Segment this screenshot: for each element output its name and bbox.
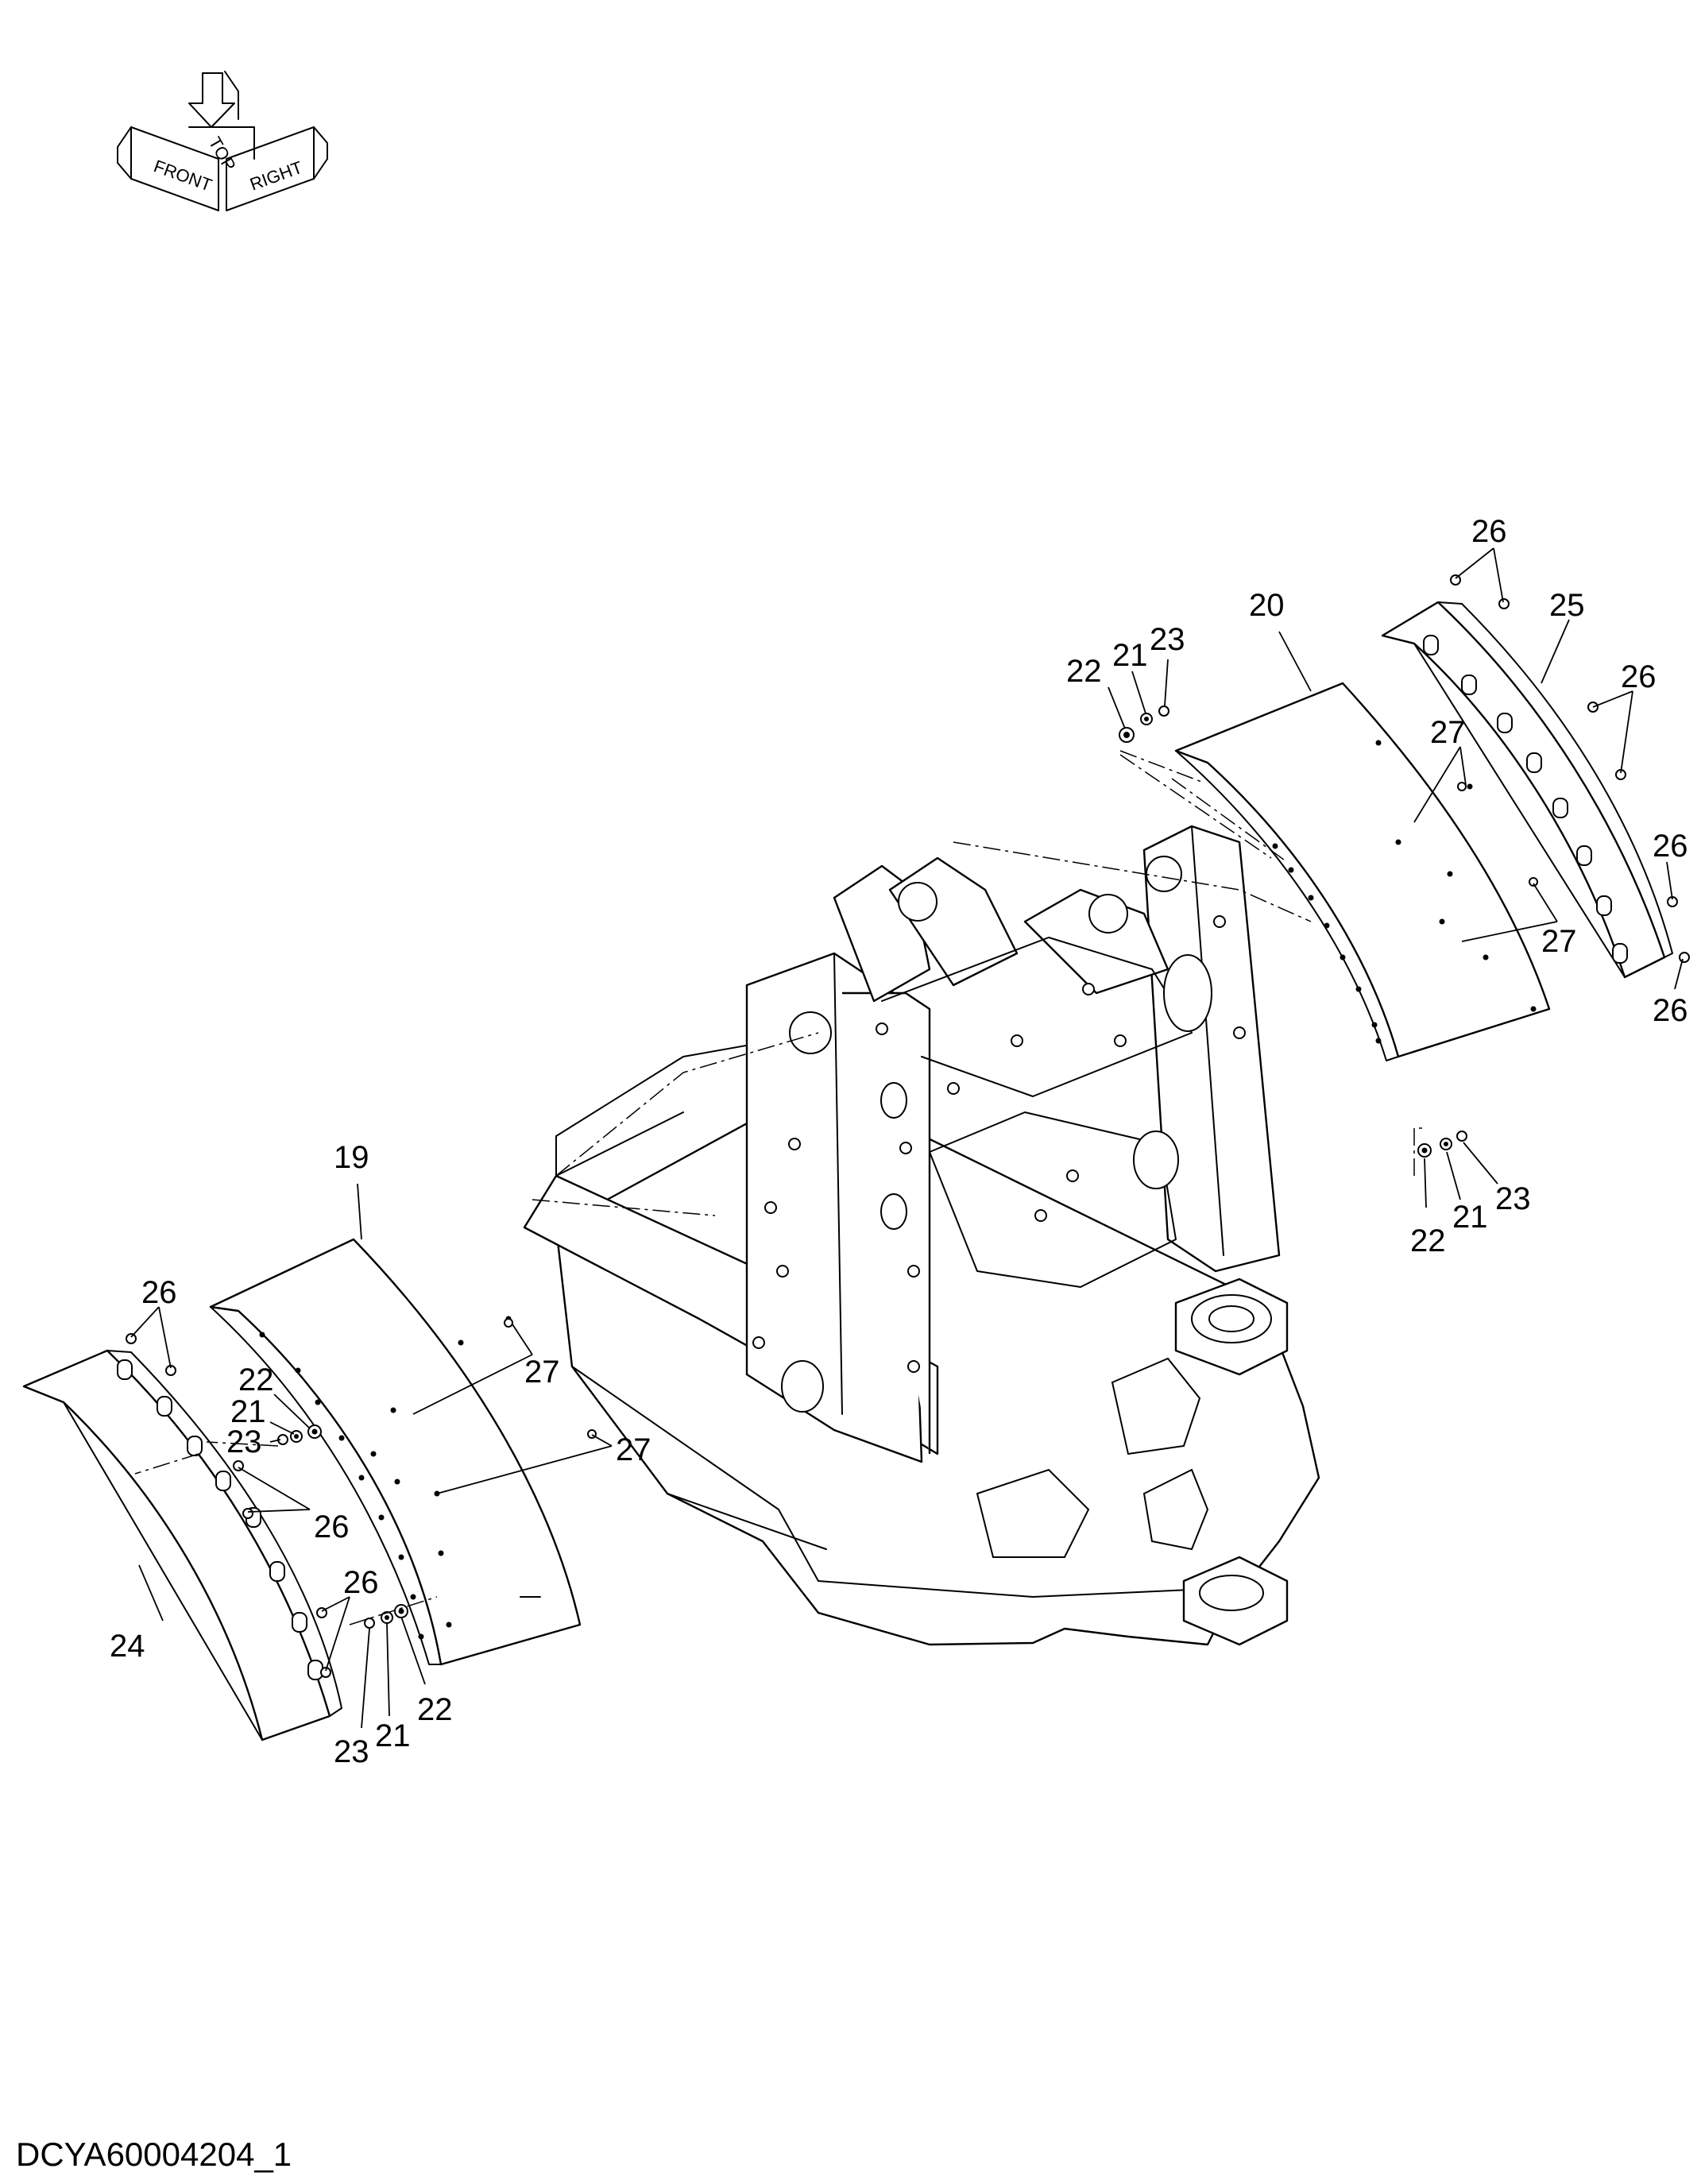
callout-27: 27 <box>1430 715 1466 750</box>
callout-21: 21 <box>230 1394 266 1429</box>
callout-24: 24 <box>110 1629 145 1664</box>
fender-left <box>209 1238 582 1666</box>
callout-19: 19 <box>334 1140 369 1175</box>
fender-left-bolt-holes <box>259 1316 512 1640</box>
callout-23: 23 <box>226 1424 262 1459</box>
callout-27: 27 <box>1541 924 1577 959</box>
orientation-top-label: TOP <box>205 133 240 174</box>
callout-26: 26 <box>314 1509 350 1544</box>
fender-bolts-27 <box>504 782 1538 1439</box>
callout-23: 23 <box>334 1734 369 1769</box>
leader-lines <box>130 547 1684 1729</box>
mud-flap-left-slots <box>117 1359 323 1680</box>
hardware-right-top <box>1119 705 1169 743</box>
callout-22: 22 <box>1410 1223 1446 1258</box>
callout-22: 22 <box>238 1363 274 1397</box>
callout-23: 23 <box>1150 622 1185 657</box>
callout-22: 22 <box>1066 654 1102 689</box>
mud-flap-left <box>22 1349 342 1741</box>
mud-flap-right <box>1381 601 1673 979</box>
frame-bolts <box>752 915 1246 1373</box>
callout-27: 27 <box>616 1432 651 1467</box>
loader-rear-frame <box>523 754 1320 1646</box>
orientation-icon: FRONT TOP RIGHT <box>117 71 328 211</box>
callout-21: 21 <box>375 1718 411 1753</box>
orientation-right-label: RIGHT <box>247 157 305 195</box>
hardware-left-bottom <box>364 1604 408 1629</box>
callout-22: 22 <box>417 1692 453 1727</box>
mud-flap-right-slots <box>1423 635 1628 964</box>
callout-26: 26 <box>141 1275 177 1310</box>
callout-26: 26 <box>343 1565 379 1600</box>
alignment-lines <box>134 750 1422 1625</box>
callout-26: 26 <box>1653 993 1688 1028</box>
hardware-left-top <box>277 1424 322 1445</box>
callout-21: 21 <box>1452 1200 1488 1235</box>
callout-23: 23 <box>1495 1181 1531 1216</box>
callout-27: 27 <box>524 1355 560 1390</box>
callout-25: 25 <box>1549 588 1585 623</box>
hardware-right-bottom <box>1417 1131 1467 1158</box>
callout-26: 26 <box>1621 659 1657 694</box>
drawing-id: DCYA60004204_1 <box>16 2136 292 2173</box>
callout-20: 20 <box>1249 588 1285 623</box>
callout-26: 26 <box>1471 514 1507 549</box>
callout-26: 26 <box>1653 829 1688 864</box>
callout-21: 21 <box>1112 638 1148 673</box>
callout-labels: 26 25 26 26 26 20 22 21 23 27 27 23 21 2… <box>110 514 1688 1769</box>
fender-right <box>1174 682 1551 1061</box>
fender-right-bolt-holes <box>1272 740 1537 1044</box>
